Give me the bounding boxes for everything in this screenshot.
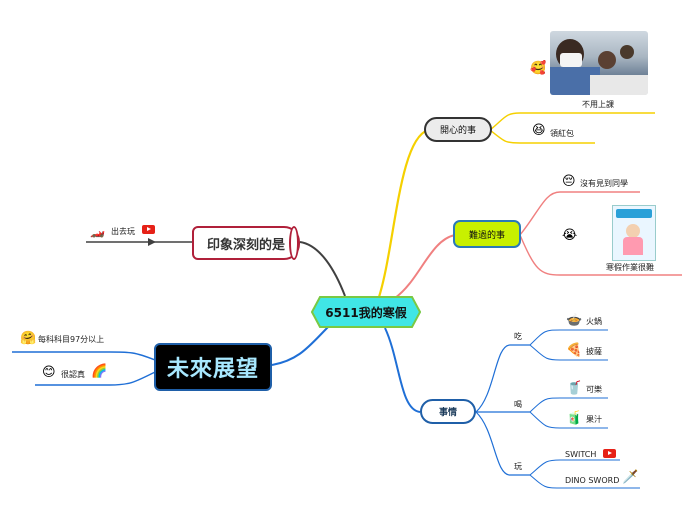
dino-sword-label: DINO SWORD xyxy=(565,476,620,485)
future-item-1-label: 每科科目97分以上 xyxy=(38,335,105,344)
things-topic-label: 事情 xyxy=(438,408,457,418)
central-outline xyxy=(311,296,421,328)
sad-topic-label: 難過的事 xyxy=(468,230,505,241)
students-in-class-photo xyxy=(550,31,648,95)
hug-face-icon: 🥰 xyxy=(530,61,547,76)
future-topic[interactable]: 未來展望 xyxy=(154,343,272,391)
pizza-label: 披薩 xyxy=(586,347,602,356)
connector-pizza xyxy=(529,344,608,361)
drink-label: 喝 xyxy=(514,400,522,409)
connector-dino xyxy=(529,474,640,489)
connector-happy-sub2 xyxy=(489,129,595,144)
connector-future xyxy=(271,324,331,366)
connector-sad-sub2 xyxy=(519,234,682,276)
central-topic-label: 6511我的寒假 xyxy=(325,305,407,320)
sad-item-1-label: 沒有見到同學 xyxy=(580,179,628,188)
juice-label: 果汁 xyxy=(586,415,602,424)
cola-cup-icon: 🥤 xyxy=(566,381,583,396)
happy-topic-label: 開心的事 xyxy=(439,126,476,136)
winter-homework-book-cover xyxy=(612,205,656,261)
impression-topic-label: 印象深刻的是 xyxy=(206,237,285,253)
connector-cola xyxy=(529,397,608,413)
smiling-face-icon: 😊 xyxy=(42,365,56,380)
youtube-icon[interactable] xyxy=(142,225,155,234)
happy-item-1-label: 不用上課 xyxy=(582,100,614,109)
happy-item-2-label: 領紅包 xyxy=(550,129,574,138)
connector-eat xyxy=(475,344,530,413)
disappointed-face-icon: 😔 xyxy=(562,174,576,189)
impression-scroll-edge xyxy=(289,226,299,260)
play-label: 玩 xyxy=(514,462,522,471)
arrow-head xyxy=(148,238,156,246)
future-topic-label: 未來展望 xyxy=(166,357,259,382)
connector-impression xyxy=(299,241,346,297)
connector-switch xyxy=(529,459,620,476)
connector-happy-sub1 xyxy=(489,112,655,131)
pizza-icon: 🍕 xyxy=(566,343,583,358)
switch-label: SWITCH xyxy=(565,450,597,459)
connector-sad xyxy=(394,234,456,299)
hugging-face-icon: 🤗 xyxy=(20,331,37,346)
connector-things xyxy=(384,327,421,413)
cola-label: 可樂 xyxy=(586,385,602,394)
grin-face-icon: 😆 xyxy=(532,123,546,138)
race-car-icon: 🏎️ xyxy=(90,224,105,238)
rainbow-icon: 🌈 xyxy=(91,364,108,379)
happy-topic[interactable]: 開心的事 xyxy=(424,117,492,142)
connector-sad-sub1 xyxy=(519,191,640,236)
sword-icon: 🗡️ xyxy=(622,470,639,485)
hotpot-icon: 🍲 xyxy=(566,313,583,328)
sad-item-2-label: 寒假作業很難 xyxy=(606,263,654,272)
eat-label: 吃 xyxy=(514,332,522,341)
hotpot-label: 火鍋 xyxy=(586,317,602,326)
sad-topic[interactable]: 難過的事 xyxy=(453,220,521,248)
crying-face-icon: 😭 xyxy=(562,228,578,243)
connector-happy xyxy=(376,128,429,301)
connector-future-sub1 xyxy=(12,351,156,361)
connector-juice xyxy=(529,411,608,429)
juice-icon: 🧃 xyxy=(566,411,583,426)
connector-hotpot xyxy=(529,329,608,346)
impression-item-1-label: 出去玩 xyxy=(111,227,135,236)
youtube-icon[interactable] xyxy=(603,449,616,458)
future-item-2-label: 很認真 xyxy=(61,370,85,379)
connector-play xyxy=(475,411,530,476)
connector-future-sub2 xyxy=(35,371,156,386)
things-topic[interactable]: 事情 xyxy=(420,399,476,424)
impression-topic[interactable]: 印象深刻的是 xyxy=(192,226,300,260)
